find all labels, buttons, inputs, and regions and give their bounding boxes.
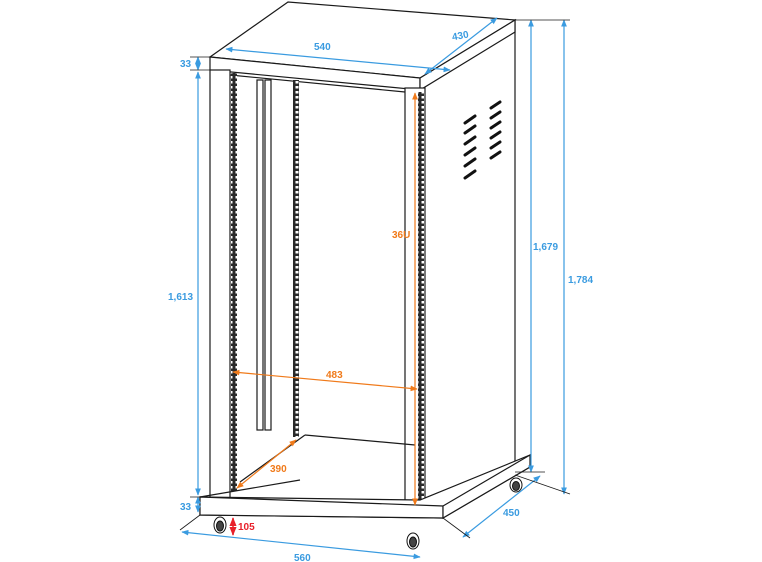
label-rack-units: 36U bbox=[392, 230, 410, 241]
label-rail-depth: 390 bbox=[270, 464, 287, 475]
front-right-rail bbox=[418, 92, 424, 502]
label-base-depth: 450 bbox=[503, 508, 520, 519]
extension-lines bbox=[179, 19, 571, 539]
caster-front-right bbox=[406, 532, 420, 550]
front-left-post bbox=[209, 69, 231, 501]
rear-top-edge bbox=[229, 74, 406, 93]
label-caster-height: 105 bbox=[238, 522, 255, 533]
caster-rear-right bbox=[509, 477, 523, 493]
cabinet-body bbox=[208, 1, 517, 504]
label-inner-height: 1,613 bbox=[168, 292, 193, 303]
mounting-rails bbox=[231, 73, 424, 502]
caster-front-left bbox=[213, 516, 227, 534]
rear-left-rail bbox=[293, 80, 299, 437]
rear-post-a bbox=[256, 79, 264, 431]
side-vents bbox=[463, 100, 502, 180]
front-left-rail bbox=[231, 73, 237, 491]
label-total-height: 1,784 bbox=[568, 275, 593, 286]
label-base-width: 560 bbox=[294, 553, 311, 562]
floor-back-edge bbox=[304, 434, 416, 446]
label-top-depth: 430 bbox=[451, 29, 470, 43]
label-top-thickness: 33 bbox=[180, 59, 192, 70]
label-top-width: 540 bbox=[314, 42, 331, 53]
outer-dimensions bbox=[181, 17, 567, 560]
inner-dimensions bbox=[232, 92, 418, 506]
rear-post-b bbox=[264, 79, 272, 431]
side-panel bbox=[419, 18, 516, 501]
label-body-height: 1,679 bbox=[533, 242, 558, 253]
label-bottom-thickness: 33 bbox=[180, 502, 192, 513]
label-rail-width: 483 bbox=[326, 370, 343, 381]
